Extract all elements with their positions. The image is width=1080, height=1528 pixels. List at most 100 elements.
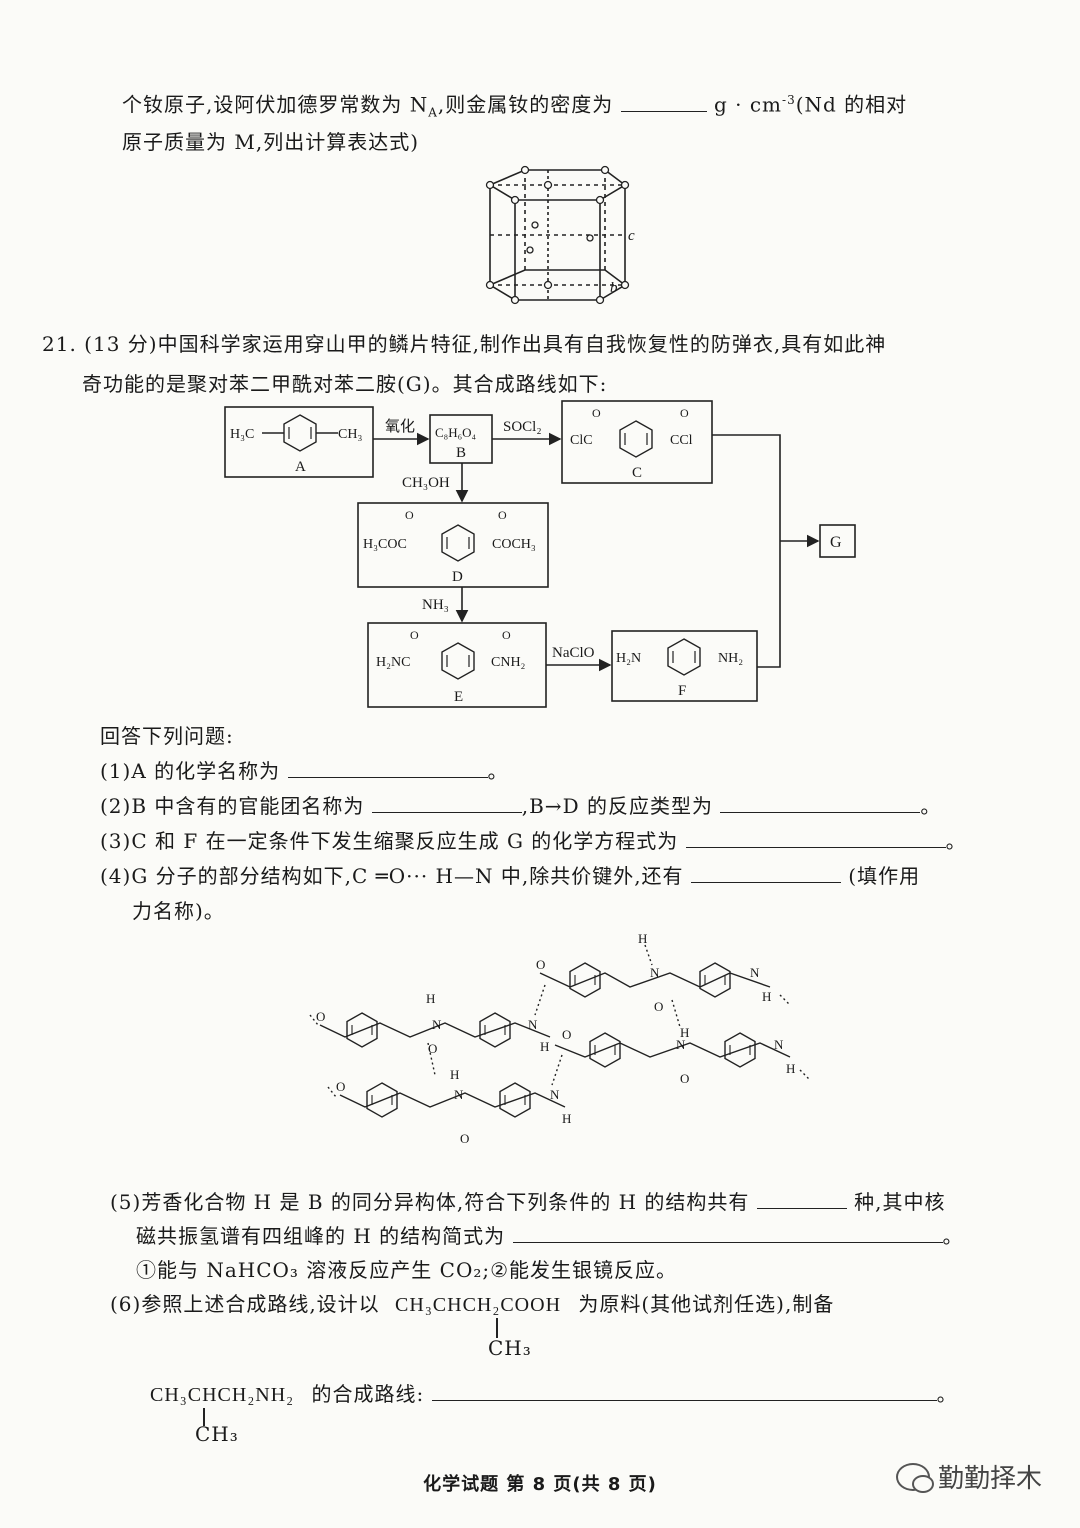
C-oxygen-left: O bbox=[592, 406, 601, 420]
box-C bbox=[561, 400, 713, 484]
synthesis-scheme: H₃C CH₃ A 氧化 C₈H₆O₄ B SOCl₂ ClC CCl O O … bbox=[224, 400, 856, 708]
q6-target-branch: CH₃ bbox=[195, 1422, 239, 1446]
top-sup: -3 bbox=[782, 93, 796, 107]
answer-blank-q3[interactable] bbox=[685, 829, 946, 848]
C-right-group: CCl bbox=[670, 433, 693, 448]
q6-line-1: (6)参照上述合成路线,设计以 CH₃CHCH₂COOH 为原料(其他试剂任选)… bbox=[110, 1290, 834, 1319]
q5-line-1: (5)芳香化合物 H 是 B 的同分异构体,符合下列条件的 H 的结构共有 种,… bbox=[110, 1188, 946, 1216]
q5-end: 。 bbox=[942, 1224, 964, 1248]
E-right-group: CNH₂ bbox=[491, 655, 526, 670]
q1-end: 。 bbox=[487, 759, 509, 783]
answer-blank-density[interactable] bbox=[620, 93, 707, 112]
q6-target-formula: CH₃CHCH₂NH₂ bbox=[150, 1384, 295, 1406]
label-c: c bbox=[628, 228, 635, 244]
poly-O-6: O bbox=[680, 1071, 689, 1086]
top-line-2: 原子质量为 M,列出计算表达式) bbox=[122, 130, 419, 154]
poly-H-5: H bbox=[680, 1025, 689, 1040]
answer-blank-q5-count[interactable] bbox=[756, 1190, 847, 1209]
q1-line: (1)A 的化学名称为 。 bbox=[100, 757, 509, 785]
poly-N-6: N bbox=[774, 1037, 784, 1052]
q3-line: (3)C 和 F 在一定条件下发生缩聚反应生成 G 的化学方程式为 。 bbox=[100, 827, 967, 855]
q5-text-c: 磁共振氢谱有四组峰的 H 的结构简式为 bbox=[136, 1224, 506, 1248]
poly-O-4: O bbox=[428, 1041, 437, 1056]
E-oxygen-right: O bbox=[502, 628, 511, 642]
socl2-reagent: SOCl₂ bbox=[503, 419, 542, 435]
poly-N-8: N bbox=[550, 1087, 560, 1102]
page-footer: 化学试题 第 8 页(共 8 页) bbox=[423, 1474, 657, 1495]
E-oxygen-left: O bbox=[410, 628, 419, 642]
box-F bbox=[611, 630, 758, 702]
q3-text: (3)C 和 F 在一定条件下发生缩聚反应生成 G 的化学方程式为 bbox=[100, 829, 679, 853]
poly-O-1: O bbox=[536, 957, 545, 972]
poly-N-2: N bbox=[750, 965, 760, 980]
q3-end: 。 bbox=[945, 829, 967, 853]
q6-text-b: 为原料(其他试剂任选),制备 bbox=[578, 1292, 835, 1316]
poly-H-2: H bbox=[762, 989, 771, 1004]
answer-blank-q5-structure[interactable] bbox=[512, 1224, 943, 1243]
answer-blank-q1[interactable] bbox=[287, 759, 488, 778]
box-D bbox=[357, 502, 549, 588]
poly-H-7: H bbox=[450, 1067, 459, 1082]
poly-O-3: O bbox=[316, 1009, 325, 1024]
label-a: a bbox=[560, 305, 568, 310]
F-right-group: NH₂ bbox=[718, 651, 743, 666]
box-G bbox=[819, 524, 856, 558]
poly-O-7: O bbox=[336, 1079, 345, 1094]
A-label: A bbox=[295, 459, 306, 475]
ch3oh-reagent: CH₃OH bbox=[402, 475, 450, 491]
q6-text-c: 的合成路线: bbox=[311, 1382, 425, 1406]
q5-text-b: 种,其中核 bbox=[854, 1190, 946, 1214]
q5-text-a: (5)芳香化合物 H 是 B 的同分异构体,符合下列条件的 H 的结构共有 bbox=[110, 1190, 750, 1214]
q2-end: 。 bbox=[920, 794, 942, 818]
q4-line-1: (4)G 分子的部分结构如下,C ═O··· H—N 中,除共价键外,还有 (填… bbox=[100, 862, 920, 890]
poly-H-4: H bbox=[540, 1039, 549, 1054]
nh3-reagent: NH₃ bbox=[422, 597, 449, 613]
q2-text-b: ,B→D 的反应类型为 bbox=[521, 794, 713, 818]
q5-conditions: ①能与 NaHCO₃ 溶液反应产生 CO₂;②能发生银镜反应。 bbox=[136, 1258, 678, 1282]
C-left-group: ClC bbox=[570, 433, 593, 448]
top-text-c: (Nd 的相对 bbox=[795, 92, 908, 117]
poly-N-4: N bbox=[528, 1017, 538, 1032]
E-label: E bbox=[454, 689, 463, 705]
top-line-1: 个钕原子,设阿伏加德罗常数为 NA,则金属钕的密度为 g · cm-3(Nd 的… bbox=[122, 86, 907, 127]
label-b: b bbox=[610, 280, 618, 296]
q4-text-a: (4)G 分子的部分结构如下,C ═O··· H—N 中,除共价键外,还有 bbox=[100, 864, 684, 888]
C-label: C bbox=[632, 465, 642, 481]
top-text-a: 个钕原子,设阿伏加德罗常数为 N bbox=[122, 92, 429, 117]
poly-O-5: O bbox=[562, 1027, 571, 1042]
q21-line-2: 奇功能的是聚对苯二甲酰对苯二胺(G)。其合成路线如下: bbox=[82, 372, 608, 396]
q6-text-a: (6)参照上述合成路线,设计以 bbox=[110, 1292, 380, 1316]
poly-H-1: H bbox=[638, 931, 647, 946]
q2-line: (2)B 中含有的官能团名称为 ,B→D 的反应类型为 。 bbox=[100, 792, 941, 820]
answer-blank-q2-type[interactable] bbox=[720, 794, 921, 813]
poly-N-7: N bbox=[454, 1087, 464, 1102]
q6-reactant-branch-bond bbox=[496, 1318, 498, 1338]
watermark: 勤勤择木 bbox=[895, 1458, 1042, 1495]
D-label: D bbox=[452, 569, 463, 585]
oxidation-reagent: 氧化 bbox=[385, 418, 415, 435]
questions-intro: 回答下列问题: bbox=[100, 724, 234, 748]
poly-H-8: H bbox=[562, 1111, 571, 1126]
B-formula: C₈H₆O₄ bbox=[435, 425, 477, 440]
D-oxygen-right: O bbox=[498, 508, 507, 522]
q6-reactant-formula: CH₃CHCH₂COOH bbox=[395, 1294, 562, 1316]
answer-blank-q2-group[interactable] bbox=[371, 794, 522, 813]
D-right-group: COCH₃ bbox=[492, 537, 536, 552]
q2-text-a: (2)B 中含有的官能团名称为 bbox=[100, 794, 365, 818]
q5-line-2: 磁共振氢谱有四组峰的 H 的结构简式为 。 bbox=[136, 1222, 964, 1250]
top-unit: g · cm bbox=[713, 92, 783, 117]
A-left-group: H₃C bbox=[230, 427, 254, 442]
answer-blank-q4[interactable] bbox=[690, 864, 841, 883]
q6-end: 。 bbox=[936, 1382, 958, 1406]
poly-O-2: O bbox=[654, 999, 663, 1014]
poly-N-1: N bbox=[650, 965, 660, 980]
poly-O-8: O bbox=[460, 1131, 469, 1146]
F-label: F bbox=[678, 683, 686, 699]
box-A bbox=[224, 406, 374, 478]
poly-N-3: N bbox=[432, 1017, 442, 1032]
C-oxygen-right: O bbox=[680, 406, 689, 420]
q6-target-branch-bond bbox=[203, 1408, 205, 1426]
answer-blank-q6[interactable] bbox=[431, 1382, 937, 1401]
q21-line-1: 21. (13 分)中国科学家运用穿山甲的鳞片特征,制作出具有自我恢复性的防弹衣… bbox=[42, 332, 887, 356]
F-left-group: H₂N bbox=[616, 651, 641, 666]
